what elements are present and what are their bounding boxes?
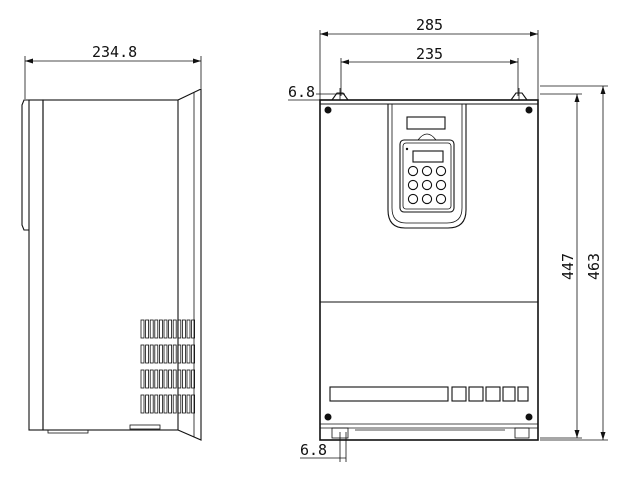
keypad-button-icon (435, 165, 447, 177)
vent-slot (154, 369, 159, 389)
vent-slot (168, 344, 173, 364)
bottom-offset-label: 6.8 (300, 441, 327, 459)
vent-slot (168, 319, 173, 339)
side-view: 234.8 (21, 43, 202, 441)
height-dimensions: 447 463 (540, 85, 608, 441)
vent-slot (140, 394, 145, 414)
vent-slot (163, 344, 168, 364)
vent-slot (186, 394, 191, 414)
screw-icon (324, 106, 332, 114)
vent-slot (158, 394, 163, 414)
vent-slot (158, 319, 163, 339)
vent-slot (191, 369, 196, 389)
bottom-offset-dimension: 6.8 (300, 432, 347, 462)
total-height-label: 463 (585, 253, 603, 280)
vent-slot (149, 319, 154, 339)
vent-slot (172, 394, 177, 414)
keypad-button-icon (435, 179, 447, 191)
vent-slot (186, 344, 191, 364)
bottom-flange (331, 427, 530, 439)
vent-slot (145, 344, 150, 364)
top-offset-label: 6.8 (288, 83, 315, 101)
vent-slot (168, 394, 173, 414)
vent-slot (140, 344, 145, 364)
screw-icon (525, 106, 533, 114)
vent-slot (191, 394, 196, 414)
vent-slot (163, 394, 168, 414)
vent-slot (145, 394, 150, 414)
vent-slot (154, 394, 159, 414)
hole-spacing-label: 235 (416, 45, 443, 63)
vent-slot (158, 369, 163, 389)
vent-slot (140, 369, 145, 389)
vent-slot (158, 344, 163, 364)
keypad-button-icon (421, 193, 433, 205)
keypad-button-icon (407, 193, 419, 205)
vent-slot (168, 369, 173, 389)
vent-slot (140, 319, 145, 339)
vent-slot (149, 369, 154, 389)
vent-slot (177, 369, 182, 389)
vent-slot (172, 369, 177, 389)
vent-slot (163, 369, 168, 389)
vent-slot (163, 319, 168, 339)
side-depth-label: 234.8 (92, 43, 137, 61)
vent-slot (177, 319, 182, 339)
vent-slot (191, 319, 196, 339)
terminal-strip (329, 386, 529, 402)
vent-slot (172, 344, 177, 364)
keypad-button-icon (407, 179, 419, 191)
vent-slot (186, 369, 191, 389)
front-width-label: 285 (416, 16, 443, 34)
vent-slot (191, 344, 196, 364)
vent-slot (154, 344, 159, 364)
keypad-button-icon (421, 179, 433, 191)
screw-icon (324, 413, 332, 421)
vent-slot (181, 394, 186, 414)
side-vent-grille (140, 319, 196, 414)
vent-slot (177, 344, 182, 364)
keypad-button-icon (421, 165, 433, 177)
vent-slot (181, 344, 186, 364)
vent-slot (154, 319, 159, 339)
keypad-button-icon (407, 165, 419, 177)
vent-slot (181, 369, 186, 389)
vent-slot (181, 319, 186, 339)
vent-slot (149, 394, 154, 414)
keypad-buttons (407, 165, 447, 205)
vent-slot (172, 319, 177, 339)
vent-slot (186, 319, 191, 339)
vent-slot (149, 344, 154, 364)
vent-slot (145, 369, 150, 389)
screw-icon (525, 413, 533, 421)
front-view: 285 235 6.8 (288, 16, 539, 441)
vent-slot (177, 394, 182, 414)
mount-height-label: 447 (559, 253, 577, 280)
vent-slot (145, 319, 150, 339)
keypad-button-icon (435, 193, 447, 205)
